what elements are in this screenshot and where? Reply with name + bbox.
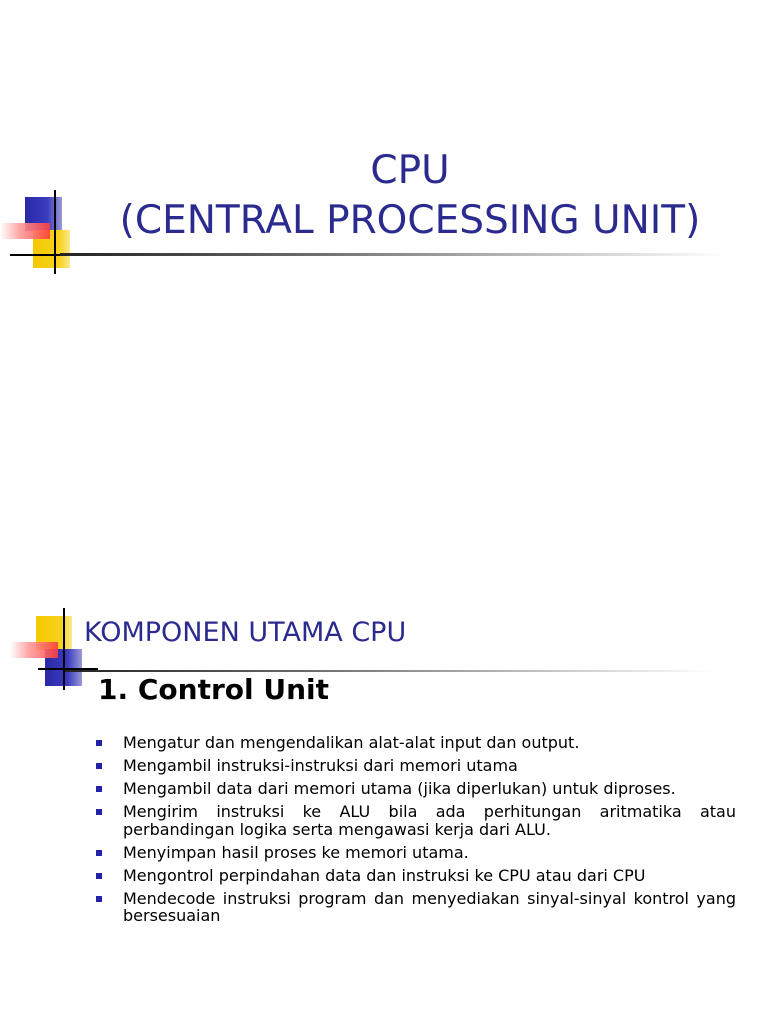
logo-horizontal-line <box>38 668 98 670</box>
list-item: Menyimpan hasil proses ke memori utama. <box>96 842 736 862</box>
square-bullet-icon <box>96 872 102 879</box>
square-bullet-icon <box>96 849 102 856</box>
heading-divider <box>65 670 715 672</box>
list-item-text: Mengirim instruksi ke ALU bila ada perhi… <box>123 802 736 839</box>
list-item-text: Mengatur dan mengendalikan alat-alat inp… <box>123 733 580 752</box>
list-item: Mendecode instruksi program dan menyedia… <box>96 888 736 925</box>
logo-red-bar <box>10 642 58 658</box>
slide-heading: KOMPONEN UTAMA CPU <box>84 617 407 648</box>
list-item-text: Mendecode instruksi program dan menyedia… <box>123 888 736 925</box>
list-item: Mengirim instruksi ke ALU bila ada perhi… <box>96 803 736 838</box>
decorative-logo-icon <box>0 185 110 275</box>
decorative-logo-icon <box>0 608 110 694</box>
list-item: Mengambil data dari memori utama (jika d… <box>96 780 736 798</box>
slide-title-line1: CPU <box>370 148 450 193</box>
slide-title-line2: (CENTRAL PROCESSING UNIT) <box>119 198 701 243</box>
title-divider <box>60 253 725 256</box>
list-item: Mengambil instruksi-instruksi dari memor… <box>96 757 736 775</box>
square-bullet-icon <box>96 763 102 769</box>
list-item-text: Mengontrol perpindahan data dan instruks… <box>123 865 646 885</box>
bullet-list: Mengatur dan mengendalikan alat-alat inp… <box>96 734 736 930</box>
slide-content: KOMPONEN UTAMA CPU 1. Control Unit Menga… <box>0 512 768 1024</box>
list-item-text: Mengambil instruksi-instruksi dari memor… <box>123 756 518 775</box>
list-item: Mengontrol perpindahan data dan instruks… <box>96 865 736 885</box>
square-bullet-icon <box>96 786 102 792</box>
list-item-text: Mengambil data dari memori utama (jika d… <box>123 779 676 798</box>
list-item: Mengatur dan mengendalikan alat-alat inp… <box>96 734 736 752</box>
list-item-text: Menyimpan hasil proses ke memori utama. <box>123 842 469 862</box>
section-subheading: 1. Control Unit <box>98 673 330 706</box>
logo-red-bar <box>0 223 50 239</box>
square-bullet-icon <box>96 895 102 902</box>
square-bullet-icon <box>96 809 102 815</box>
logo-vertical-line <box>54 190 56 274</box>
slide-title: CPU (CENTRAL PROCESSING UNIT) <box>0 148 725 275</box>
square-bullet-icon <box>96 740 102 746</box>
logo-vertical-line <box>63 608 65 690</box>
